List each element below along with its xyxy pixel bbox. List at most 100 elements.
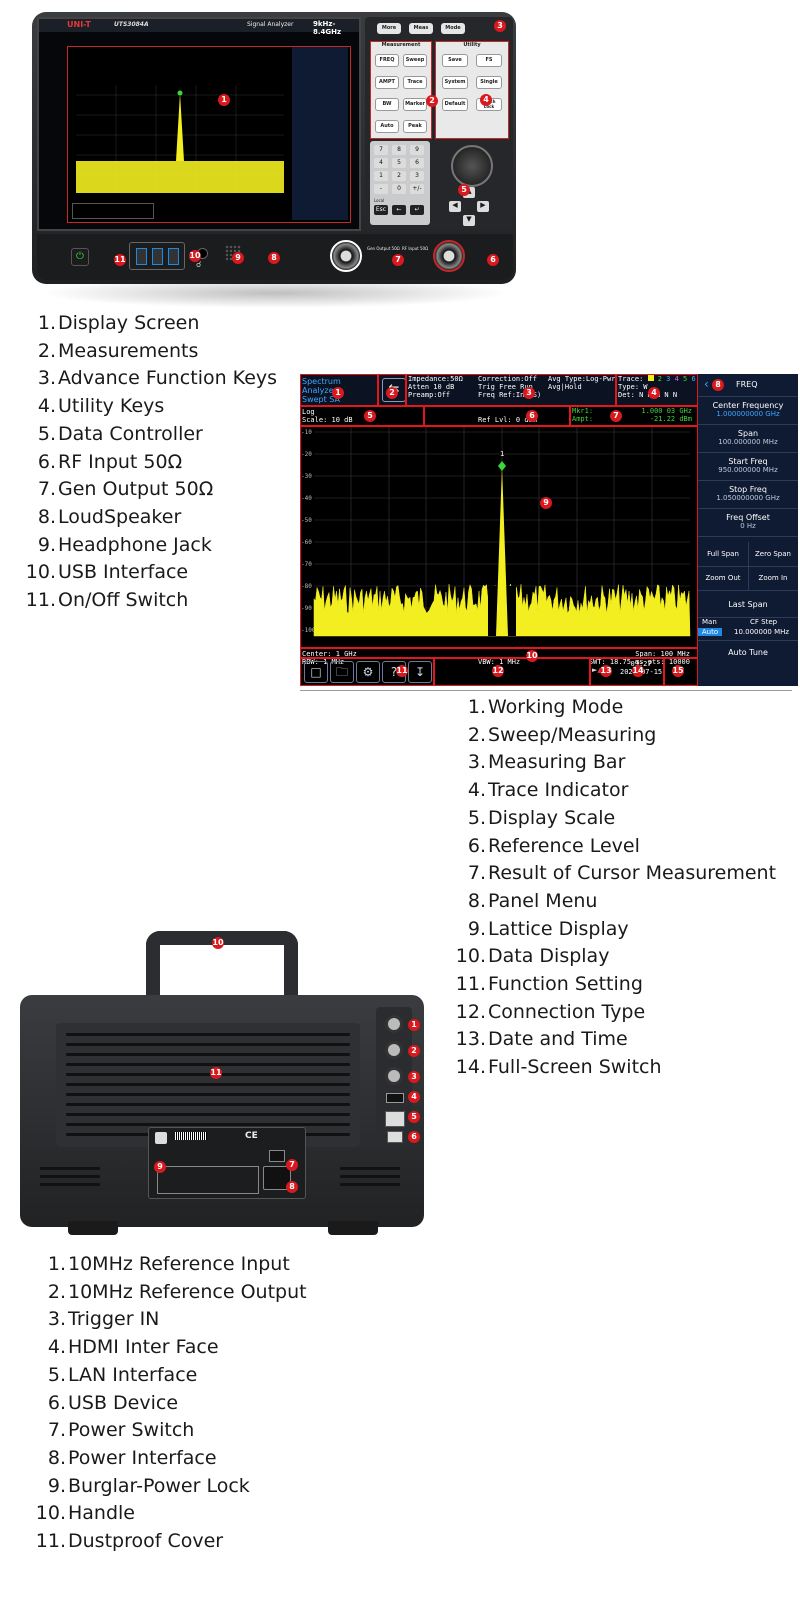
freq-key[interactable]: FREQ	[375, 54, 399, 67]
span-label: Span: 100 MHz	[635, 650, 690, 658]
menu-item-value: 100.000000 MHz	[718, 438, 778, 446]
download-icon[interactable]: ↧	[408, 661, 432, 683]
front-list-item: 2.Measurements	[37, 339, 199, 362]
num-key-2[interactable]: 2	[392, 171, 406, 181]
folder-icon[interactable]: 🗀	[330, 661, 354, 683]
usb-device-port[interactable]	[387, 1131, 403, 1143]
gear-icon[interactable]: ⚙	[356, 661, 380, 683]
trigger-in-port[interactable]	[385, 1067, 403, 1085]
cert-marks: CE	[245, 1131, 258, 1141]
screen-detail: Spectrum Analyzer Swept SA ⇆ Impedance:5…	[300, 374, 798, 686]
sweep-key[interactable]: Sweep	[403, 54, 427, 67]
bw-key[interactable]: BW	[375, 98, 399, 111]
front-list-item: 10.USB Interface	[25, 561, 189, 584]
menu-freq-offset[interactable]: Freq Offset 0 Hz	[698, 509, 798, 537]
auto-option[interactable]: Auto	[698, 628, 722, 636]
fs-key[interactable]: FS	[476, 54, 502, 67]
menu-center-frequency[interactable]: Center Frequency 1.000000000 GHz	[698, 397, 798, 425]
front-key-panel: More Func Meas Mode Measurement FREQ Swe…	[365, 17, 513, 229]
num-key-3[interactable]: 3	[410, 171, 424, 181]
backspace-key[interactable]: ←	[392, 205, 406, 215]
screen-list-item: 3.Measuring Bar	[467, 751, 626, 774]
front-panel-illustration: UNI-T UTS3084A Signal Analyzer 9kHz-8.4G…	[30, 10, 520, 310]
rf-input-port[interactable]	[433, 240, 465, 272]
rear-panel-list: 1.10MHz Reference Input 2.10MHz Referenc…	[30, 1251, 307, 1556]
arrow-right-key[interactable]: ▶	[477, 201, 489, 212]
screen-top-bar	[300, 374, 698, 406]
freq-ref-label: Freq Ref:Int(S)	[478, 391, 542, 399]
rear-foot-right	[328, 1221, 378, 1235]
num-key-8[interactable]: 8	[392, 145, 406, 155]
burglar-lock[interactable]	[155, 1132, 167, 1144]
zoom-out-button[interactable]: Zoom Out	[698, 566, 749, 591]
zero-span-button[interactable]: Zero Span	[748, 542, 798, 567]
back-icon[interactable]: ‹	[704, 377, 709, 391]
box-data	[300, 648, 698, 658]
man-option[interactable]: Man	[702, 618, 717, 626]
full-span-button[interactable]: Full Span	[698, 542, 749, 567]
num-key-9[interactable]: 9	[410, 145, 424, 155]
ref-output-port[interactable]	[385, 1041, 403, 1059]
lattice-display[interactable]: -10 -20 -30 -40 -50 -60 -70 -80 -90 -100…	[300, 426, 696, 650]
num-key-7[interactable]: 7	[374, 145, 388, 155]
menu-stop-freq[interactable]: Stop Freq 1.050000000 GHz	[698, 481, 798, 509]
power-button[interactable]: ⏻	[71, 248, 89, 266]
screen-marker-5: 5	[364, 410, 376, 422]
rotary-knob[interactable]	[451, 145, 493, 187]
marker-key[interactable]: Marker	[403, 98, 427, 111]
zoom-in-button[interactable]: Zoom In	[748, 566, 798, 591]
default-key[interactable]: Default	[442, 98, 468, 111]
usb-port-3[interactable]	[168, 248, 179, 265]
trace-num-2: 2	[657, 375, 662, 383]
ampt-key[interactable]: AMPT	[375, 76, 399, 89]
power-switch[interactable]	[269, 1150, 285, 1162]
cf-step-control[interactable]: Man Auto CF Step 10.000000 MHz	[698, 617, 798, 639]
arrow-down-key[interactable]: ▼	[463, 215, 475, 226]
num-key-minus[interactable]: -	[374, 184, 388, 194]
usb-port-1[interactable]	[136, 248, 147, 265]
enter-key[interactable]: ↵	[410, 205, 424, 215]
hdmi-port[interactable]	[386, 1093, 404, 1103]
reference-level[interactable]: Ref Lvl: 0 dBm	[478, 416, 538, 424]
num-key-1[interactable]: 1	[374, 171, 388, 181]
num-key-4[interactable]: 4	[374, 158, 388, 168]
num-key-plusminus[interactable]: +/-	[410, 184, 424, 194]
screenshot-icon[interactable]: □	[304, 661, 328, 683]
det-val: N	[672, 391, 678, 399]
arrow-left-key[interactable]: ◀	[449, 201, 461, 212]
cf-step-value: 10.000000 MHz	[734, 628, 790, 636]
esc-key[interactable]: Esc	[374, 205, 388, 215]
trace-key[interactable]: Trace	[403, 76, 427, 89]
auto-key[interactable]: Auto	[375, 120, 399, 133]
num-key-6[interactable]: 6	[410, 158, 424, 168]
num-key-0[interactable]: 0	[392, 184, 406, 194]
vent	[66, 1113, 350, 1116]
save-key[interactable]: Save	[442, 54, 468, 67]
display-scale[interactable]: Log Scale: 10 dB	[302, 408, 353, 424]
ref-input-port[interactable]	[385, 1015, 403, 1033]
box-scale	[300, 406, 424, 426]
num-key-5[interactable]: 5	[392, 158, 406, 168]
y-tick: -70	[301, 561, 312, 568]
working-mode[interactable]: Spectrum Analyzer Swept SA	[302, 377, 378, 405]
usb-port-2[interactable]	[152, 248, 163, 265]
box-lattice	[300, 426, 698, 648]
lan-port[interactable]	[385, 1111, 405, 1127]
single-key[interactable]: Single	[476, 76, 502, 89]
more-func-key[interactable]: More Func	[377, 23, 401, 42]
vent	[66, 1093, 350, 1096]
rear-list-item: 11.Dustproof Cover	[35, 1530, 224, 1553]
menu-item-label: Start Freq	[728, 457, 768, 466]
last-span-button[interactable]: Last Span	[698, 593, 798, 618]
vent	[40, 1175, 100, 1178]
auto-tune-button[interactable]: Auto Tune	[698, 640, 798, 665]
mode-key[interactable]: Mode	[441, 23, 465, 34]
system-key[interactable]: System	[442, 76, 468, 89]
gen-output-port[interactable]	[330, 240, 362, 272]
peak-key[interactable]: Peak	[403, 120, 427, 133]
utility-group-title: Utility	[463, 42, 481, 48]
menu-start-freq[interactable]: Start Freq 950.000000 MHz	[698, 453, 798, 481]
meas-key[interactable]: Meas	[409, 23, 433, 34]
menu-item-value: 950.000000 MHz	[718, 466, 778, 474]
menu-span[interactable]: Span 100.000000 MHz	[698, 425, 798, 453]
